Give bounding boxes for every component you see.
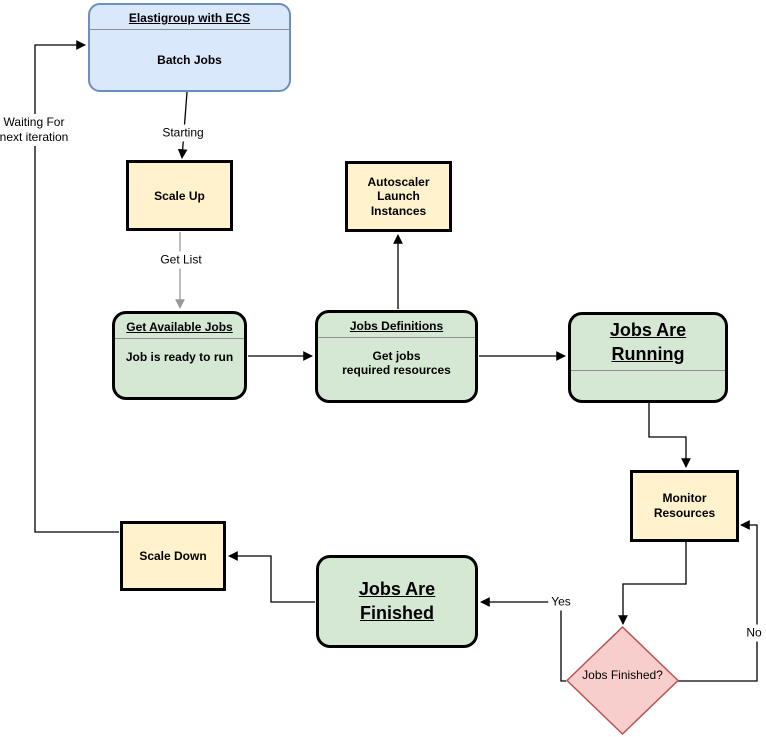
jobs-finished-diamond [565,625,680,736]
node-autoscaler-launch-instances: Autoscaler Launch Instances [345,161,452,232]
node-elastigroup-title: Elastigroup with ECS [128,11,251,25]
node-jobs-are-running-title: Jobs Are Running [609,320,687,364]
node-autoscaler-label: Autoscaler Launch Instances [367,175,430,218]
node-scale-down-label: Scale Down [139,549,207,563]
node-monitor-resources: Monitor Resources [630,470,739,542]
edge-label-get-list: Get List [157,251,205,269]
edge-label-waiting-for-next-iteration: Waiting For next iteration [0,114,72,146]
edge-monitor-to-decision [618,542,687,625]
node-get-available-jobs-title: Get Available Jobs [126,320,233,334]
node-jobs-finished-decision-label: Jobs Finished? [582,668,663,682]
node-elastigroup-batch-jobs: Elastigroup with ECS Batch Jobs [88,3,291,92]
node-jobs-are-finished: Jobs Are Finished [316,555,478,648]
node-elastigroup-body: Batch Jobs [90,29,289,90]
node-scale-up-label: Scale Up [154,188,205,203]
node-jobs-definitions-title: Jobs Definitions [349,319,444,333]
node-jobs-definitions: Jobs Definitions Get jobs required resou… [315,310,478,403]
node-monitor-resources-label: Monitor Resources [653,491,716,520]
edge-label-starting: Starting [159,124,207,142]
node-scale-up: Scale Up [126,160,233,231]
node-get-available-jobs: Get Available Jobs Job is ready to run [112,311,247,400]
edge-no-loop [678,520,758,682]
node-jobs-are-running-body [571,370,725,400]
edge-label-no: No [743,624,765,642]
node-jobs-definitions-body: Get jobs required resources [318,337,475,400]
edge-label-yes: Yes [548,593,574,611]
node-jobs-are-running: Jobs Are Running [568,312,728,403]
edge-yes [480,597,566,682]
edge-waiting-loop [34,40,119,533]
node-jobs-are-finished-title: Jobs Are Finished [358,579,436,623]
edge-finished-to-scaledown [228,551,315,603]
edge-running-to-monitor [648,403,691,468]
node-get-available-jobs-body: Job is ready to run [115,338,244,397]
node-scale-down: Scale Down [120,521,226,591]
